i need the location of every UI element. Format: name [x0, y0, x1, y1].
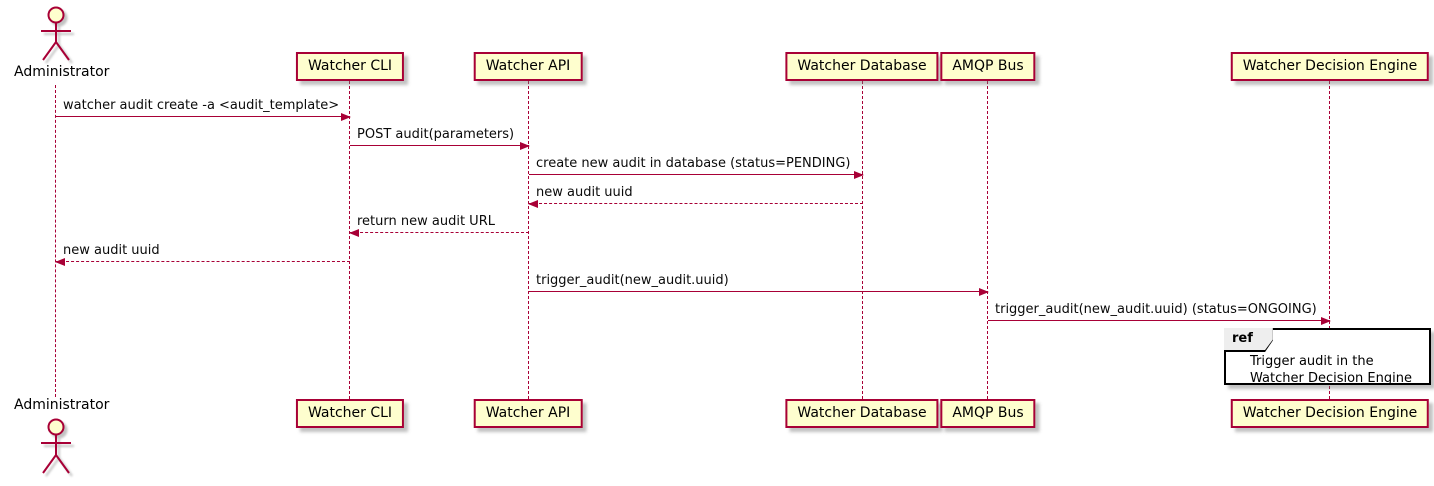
message-label: new audit uuid	[63, 243, 160, 258]
ref-text-line1: Trigger audit in the	[1250, 354, 1374, 369]
ref-tag: ref	[1224, 328, 1273, 352]
lifeline-watcher-decision-engine	[1329, 81, 1330, 399]
lifeline-watcher-cli	[349, 81, 350, 399]
message-line	[56, 116, 350, 117]
participant-watcher-cli-top: Watcher CLI	[295, 52, 405, 81]
participant-amqp-bus-bottom: AMQP Bus	[940, 399, 1036, 428]
actor-label: Administrator	[14, 397, 110, 413]
message-line	[56, 261, 350, 262]
lifeline-watcher-database	[862, 81, 863, 399]
arrowhead-icon	[979, 288, 989, 296]
message-trigger-audit-ongoing: trigger_audit(new_audit.uuid) (status=ON…	[988, 300, 1331, 325]
message-new-audit-uuid-to-admin: new audit uuid	[55, 241, 350, 266]
message-line	[529, 203, 863, 204]
lifeline-watcher-api	[528, 81, 529, 399]
message-label: new audit uuid	[536, 185, 633, 200]
arrowhead-icon	[854, 171, 864, 179]
message-new-audit-uuid-return: new audit uuid	[528, 183, 863, 208]
message-audit-create: watcher audit create -a <audit_template>	[56, 96, 351, 121]
ref-text: Trigger audit in the Watcher Decision En…	[1250, 353, 1412, 387]
message-line	[350, 145, 529, 146]
lifeline-administrator	[55, 85, 56, 397]
message-label: trigger_audit(new_audit.uuid)	[536, 273, 729, 288]
actor-icon	[41, 418, 71, 474]
message-line	[988, 320, 1330, 321]
actor-icon	[41, 6, 71, 61]
arrowhead-icon	[55, 258, 65, 266]
participant-watcher-database-bottom: Watcher Database	[785, 399, 939, 428]
arrowhead-icon	[349, 229, 359, 237]
message-label: trigger_audit(new_audit.uuid) (status=ON…	[995, 302, 1317, 317]
message-line	[529, 291, 988, 292]
arrowhead-icon	[520, 142, 530, 150]
message-post-audit: POST audit(parameters)	[350, 125, 530, 150]
message-trigger-audit: trigger_audit(new_audit.uuid)	[529, 271, 989, 296]
actor-administrator-top: Administrator	[14, 4, 110, 80]
arrowhead-icon	[1321, 317, 1331, 325]
message-return-audit-url: return new audit URL	[349, 212, 529, 237]
arrowhead-icon	[528, 200, 538, 208]
message-create-audit-db: create new audit in database (status=PEN…	[529, 154, 864, 179]
participant-amqp-bus-top: AMQP Bus	[940, 52, 1036, 81]
message-label: POST audit(parameters)	[357, 127, 515, 142]
actor-administrator-bottom: Administrator	[14, 397, 110, 477]
message-line	[529, 174, 863, 175]
message-label: return new audit URL	[357, 214, 495, 229]
participant-watcher-api-top: Watcher API	[473, 52, 583, 81]
arrowhead-icon	[341, 113, 351, 121]
message-label: create new audit in database (status=PEN…	[536, 156, 851, 171]
message-line	[350, 232, 529, 233]
participant-watcher-api-bottom: Watcher API	[473, 399, 583, 428]
ref-text-line2: Watcher Decision Engine	[1250, 371, 1412, 386]
lifeline-amqp-bus	[987, 81, 988, 399]
participant-watcher-database-top: Watcher Database	[785, 52, 939, 81]
ref-keyword: ref	[1224, 328, 1273, 350]
participant-watcher-decision-engine-top: Watcher Decision Engine	[1230, 52, 1430, 81]
participant-watcher-decision-engine-bottom: Watcher Decision Engine	[1230, 399, 1430, 428]
actor-label: Administrator	[14, 64, 110, 80]
ref-fragment: ref Trigger audit in the Watcher Decisio…	[1224, 328, 1431, 387]
participant-watcher-cli-bottom: Watcher CLI	[295, 399, 405, 428]
message-label: watcher audit create -a <audit_template>	[63, 98, 340, 113]
